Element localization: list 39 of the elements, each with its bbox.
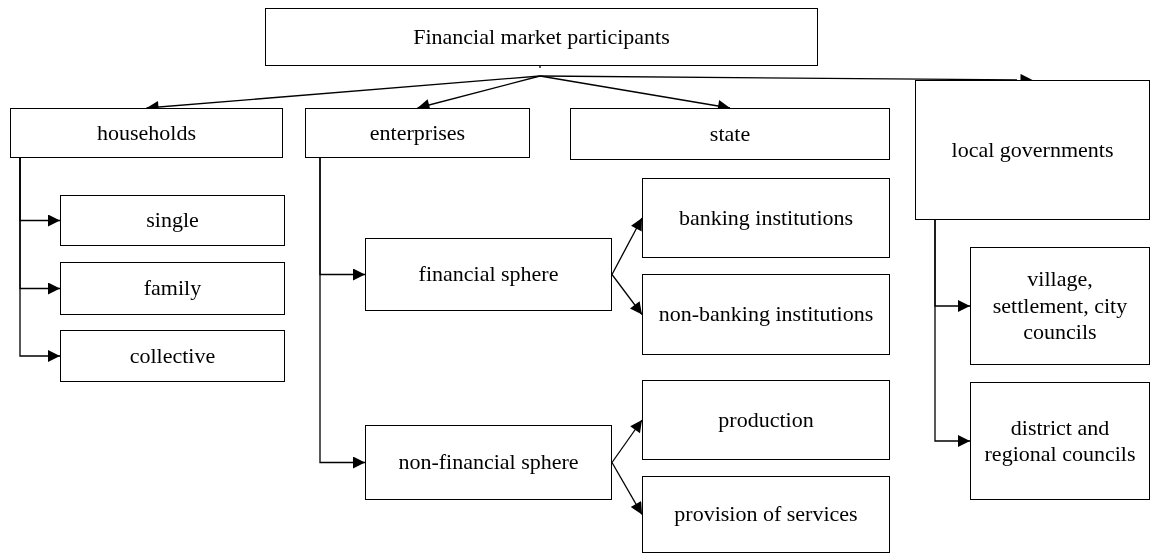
arrow bbox=[611, 419, 643, 464]
arrow bbox=[19, 157, 61, 362]
box-text: family bbox=[142, 275, 203, 302]
arrow bbox=[611, 273, 643, 316]
arrow bbox=[319, 157, 366, 469]
label-box bbox=[305, 108, 530, 158]
label-box bbox=[60, 195, 285, 246]
arrow bbox=[611, 217, 643, 276]
box-text: non-financial sphere bbox=[397, 449, 580, 476]
label-box bbox=[60, 262, 285, 315]
label-box bbox=[365, 425, 612, 500]
box-text: local governments bbox=[950, 136, 1115, 164]
box-text: banking institutions bbox=[677, 204, 855, 232]
box-text: non-banking institutions bbox=[657, 301, 875, 328]
label-box bbox=[642, 380, 890, 460]
label-box bbox=[642, 178, 890, 258]
label-box bbox=[970, 247, 1150, 365]
label-box bbox=[970, 382, 1150, 500]
label-box bbox=[642, 476, 890, 553]
label-box bbox=[10, 108, 283, 158]
box-text: single bbox=[145, 207, 200, 234]
label-box bbox=[365, 238, 612, 311]
box-text: collective bbox=[128, 342, 217, 370]
box-text: Financial market participants bbox=[412, 23, 671, 51]
box-text: district and regional councils bbox=[983, 414, 1137, 468]
box-text: village, settlement, city councils bbox=[991, 266, 1129, 346]
box-text: enterprises bbox=[368, 119, 467, 147]
box-text: production bbox=[717, 406, 815, 434]
box-text: households bbox=[96, 119, 197, 147]
box-text: state bbox=[708, 120, 752, 148]
label-box bbox=[642, 274, 890, 355]
arrow bbox=[611, 461, 643, 516]
label-box bbox=[60, 330, 285, 382]
box-text: provision of services bbox=[673, 501, 859, 528]
label-box bbox=[915, 80, 1150, 220]
arrow bbox=[934, 219, 971, 447]
label-box bbox=[265, 8, 818, 66]
box-text: financial sphere bbox=[417, 261, 560, 288]
label-box bbox=[570, 108, 890, 160]
